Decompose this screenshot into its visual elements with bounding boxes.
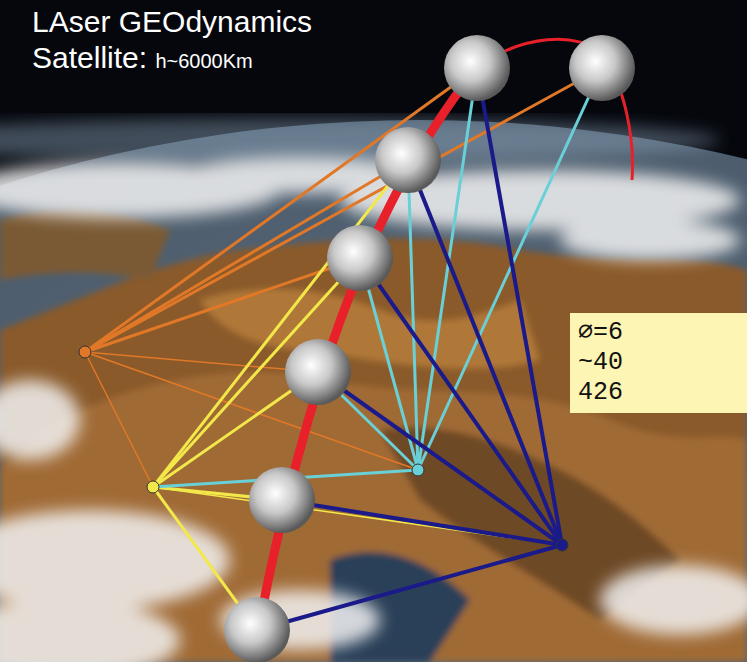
note-text: 426 bbox=[578, 378, 739, 408]
note-text: ∅=6 bbox=[578, 318, 739, 348]
title-block: LAser GEOdynamics Satellite: h~6000Km bbox=[32, 4, 332, 79]
height-label: h~6000Km bbox=[155, 50, 252, 72]
note-text: ~40 bbox=[578, 348, 739, 378]
note-box: ∅=6~40426 bbox=[570, 313, 747, 413]
